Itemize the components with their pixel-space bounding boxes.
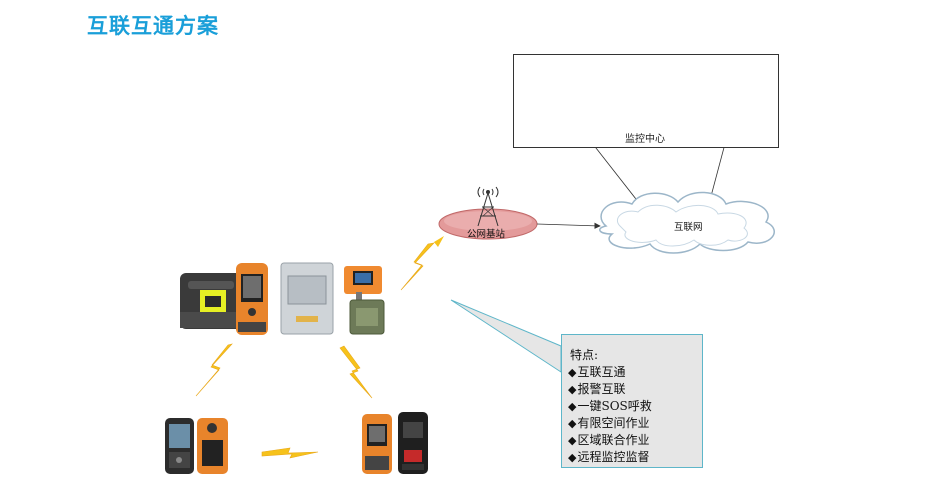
pump-gas-detector-device bbox=[180, 273, 242, 329]
arrow-to-internet bbox=[536, 222, 601, 230]
internet-label: 互联网 bbox=[674, 222, 703, 233]
orange-handheld-detector-device bbox=[362, 414, 392, 474]
base-station-label: 公网基站 bbox=[467, 229, 506, 240]
handheld-gas-detector-device bbox=[236, 263, 268, 335]
base-station bbox=[438, 186, 538, 240]
page-title: 互联互通方案 bbox=[87, 14, 219, 38]
black-handheld-detector-device bbox=[398, 412, 428, 474]
device-group-top bbox=[180, 262, 385, 335]
lightning-bolt-icon bbox=[261, 447, 319, 459]
monitor-center-label: 监控中心 bbox=[625, 134, 665, 145]
features-list: 互联互通 报警互联 一键SOS呼救 有限空间作业 区域联合作业 远程监控监督 bbox=[568, 364, 652, 466]
feature-item: 区域联合作业 bbox=[568, 432, 652, 449]
features-callout: 特点: 互联互通 报警互联 一键SOS呼救 有限空间作业 区域联合作业 远程监控… bbox=[561, 334, 703, 468]
monitor-center-box bbox=[513, 54, 779, 148]
internet-cloud-icon bbox=[599, 191, 775, 254]
device-group-bottom-left bbox=[165, 418, 228, 474]
multi-gas-detector-device bbox=[165, 418, 194, 474]
lightning-bolt-icon bbox=[195, 343, 233, 397]
feature-item: 报警互联 bbox=[568, 381, 652, 398]
lightning-bolt-icon bbox=[400, 242, 435, 291]
lightning-bolt-icon bbox=[434, 236, 444, 247]
wall-mounted-controller-device bbox=[280, 262, 334, 335]
feature-item: 互联互通 bbox=[568, 364, 652, 381]
callout-pointer bbox=[450, 299, 562, 373]
features-title: 特点: bbox=[570, 348, 599, 362]
feature-item: 有限空间作业 bbox=[568, 415, 652, 432]
fixed-gas-detector-device bbox=[344, 266, 385, 335]
lightning-bolt-icon bbox=[339, 345, 373, 399]
device-group-bottom-right bbox=[362, 412, 428, 474]
orange-gas-detector-device bbox=[197, 418, 228, 474]
feature-item: 远程监控监督 bbox=[568, 449, 652, 466]
feature-item: 一键SOS呼救 bbox=[568, 398, 651, 415]
